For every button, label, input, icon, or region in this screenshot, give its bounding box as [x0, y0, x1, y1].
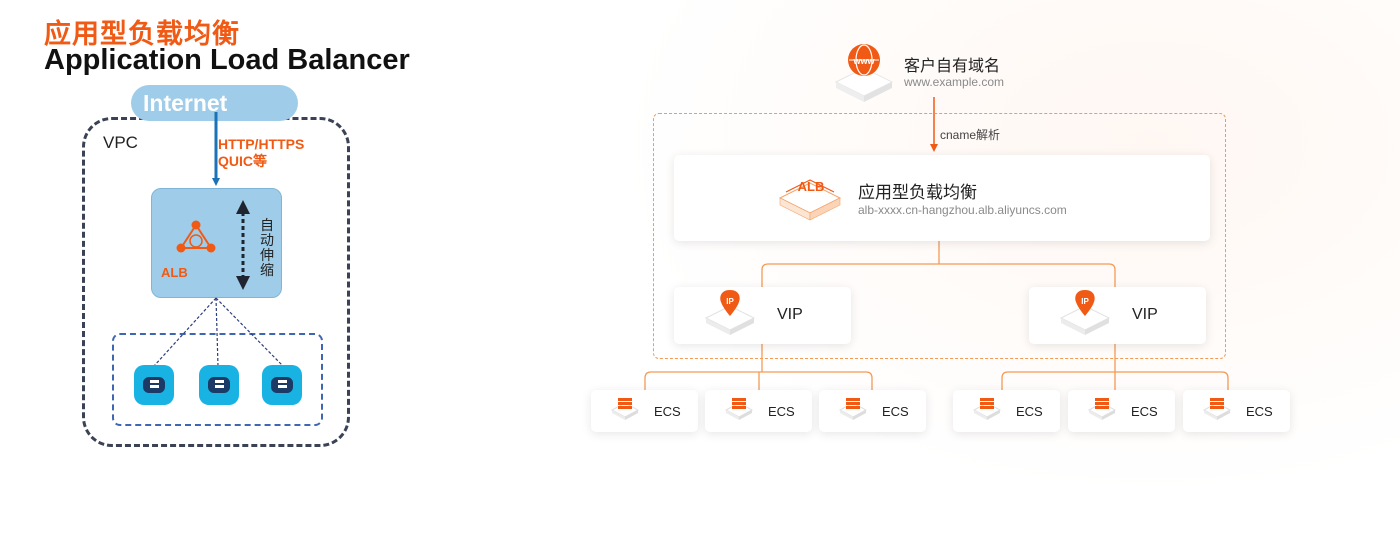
protocol-label: HTTP/HTTPS QUIC等 [218, 136, 304, 170]
auto-scale-label: 自动伸缩 [260, 217, 274, 278]
server-icon [611, 397, 639, 421]
server-icon [1088, 397, 1116, 421]
ecs-card [591, 390, 698, 432]
vip-card [674, 287, 851, 344]
title-english: Application Load Balancer [44, 44, 410, 76]
ecs-card [705, 390, 812, 432]
alb-title: 应用型负载均衡 [858, 183, 977, 202]
protocol-label-line2: QUIC等 [218, 153, 267, 169]
alb-icon-text: ALB [798, 179, 825, 194]
dns-platform [834, 67, 894, 102]
dns-title: 客户自有域名 [904, 58, 1001, 75]
alb-triangle-icon [176, 220, 216, 253]
alb-card-graphic: ALB [778, 179, 842, 221]
ecs-label: ECS [654, 404, 681, 419]
ip-icon-text: IP [1081, 297, 1089, 306]
globe-icon [848, 44, 880, 76]
server-icon [725, 397, 753, 421]
alb-to-ecs-lines [153, 297, 284, 367]
server-icon [839, 397, 867, 421]
server-icon [973, 397, 1001, 421]
diagram-lines [153, 97, 1229, 390]
alb-node [151, 188, 282, 298]
title-chinese: 应用型负载均衡 [44, 19, 240, 49]
vip-label: VIP [777, 306, 803, 323]
ecs-label: ECS [768, 404, 795, 419]
ecs-card [953, 390, 1060, 432]
vip-graphics: IP IP [704, 290, 1111, 335]
vip-region-boundary [653, 113, 1226, 359]
server-icon [1203, 397, 1231, 421]
ecs-graphics [611, 397, 1231, 421]
alb-icon [778, 179, 842, 221]
vip-label: VIP [1132, 306, 1158, 323]
ip-icon-text: IP [726, 297, 734, 306]
ecs-label: ECS [882, 404, 909, 419]
auto-scale-arrow [236, 200, 250, 290]
dns-node-graphic: www [834, 44, 894, 102]
globe-icon-text: www [852, 56, 875, 66]
server-icon-glyphs [143, 377, 293, 393]
alb-domain: alb-xxxx.cn-hangzhou.alb.aliyuncs.com [858, 203, 1067, 217]
alb-label: ALB [161, 265, 188, 280]
ecs-label: ECS [1016, 404, 1043, 419]
alb-card [674, 155, 1210, 241]
vip-card [1029, 287, 1206, 344]
ip-pin-icon [720, 290, 1095, 316]
alb-to-vip-lines [761, 241, 1116, 288]
protocol-label-line1: HTTP/HTTPS [218, 136, 305, 152]
ecs-card [819, 390, 926, 432]
cname-label: cname解析 [940, 128, 1001, 142]
ecs-label: ECS [1246, 404, 1273, 419]
vip-platform [704, 305, 1111, 335]
ecs-label: ECS [1131, 404, 1158, 419]
ecs-card [1183, 390, 1290, 432]
dns-domain: www.example.com [904, 75, 1005, 89]
ecs-card [1068, 390, 1175, 432]
vpc-label: VPC [103, 133, 138, 152]
